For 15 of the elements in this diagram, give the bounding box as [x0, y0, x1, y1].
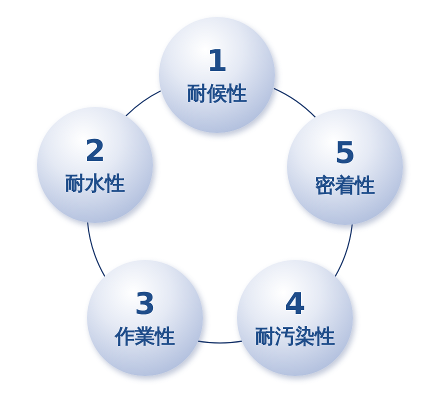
connector-arc [334, 224, 353, 277]
node-label: 作業性 [115, 323, 175, 349]
connector-arc [126, 90, 161, 116]
node-number: 5 [334, 136, 356, 172]
connector-arc [274, 88, 316, 118]
connector-arc [198, 340, 242, 344]
node-label: 耐候性 [187, 80, 247, 106]
connector-arc [87, 222, 106, 277]
node-label: 耐水性 [65, 170, 125, 196]
node-number: 3 [134, 287, 156, 323]
node-label: 密着性 [315, 172, 375, 198]
node-number: 4 [284, 287, 306, 323]
node-label: 耐汚染性 [255, 323, 335, 349]
node-number: 1 [206, 44, 228, 80]
node-number: 2 [84, 134, 106, 170]
